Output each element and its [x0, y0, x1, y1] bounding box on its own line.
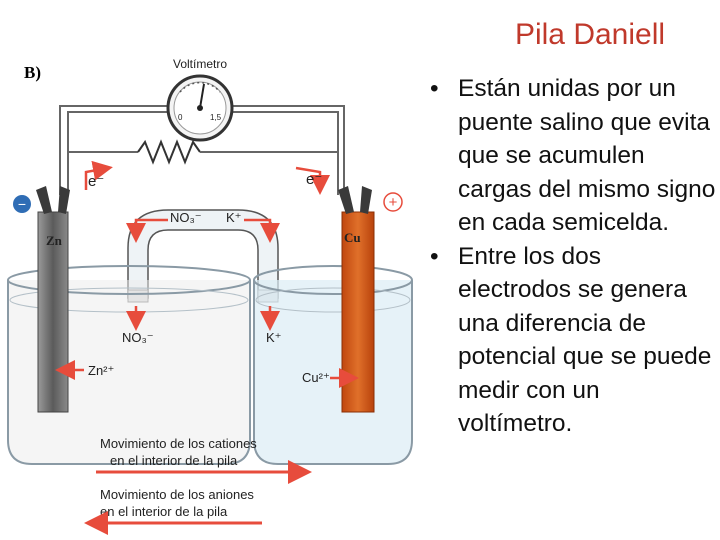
daniell-cell-diagram: B) Voltímetro 0 1,5 e⁻ e⁻ − + NO₃⁻	[7, 57, 413, 535]
legend-cations: Movimiento de los cationes en el interio…	[96, 436, 312, 484]
legend-cations-line1: Movimiento de los cationes	[100, 436, 257, 451]
bullet-dot-icon: •	[430, 242, 439, 270]
bullet-dot-icon: •	[430, 75, 439, 102]
anion-arrow-bridge	[126, 218, 168, 243]
voltmeter: Voltímetro 0 1,5	[166, 57, 234, 142]
bullet-list: • Están unidas por un puente salino que e…	[428, 72, 718, 441]
clip-right-icon	[338, 186, 372, 214]
bridge-anion-label: NO₃⁻	[170, 210, 202, 225]
negative-terminal: −	[13, 195, 31, 213]
cation-arrow-bridge	[244, 218, 280, 243]
panel-label: B)	[24, 63, 41, 82]
legend-cations-line2: en el interior de la pila	[110, 453, 238, 468]
right-cation-label: K⁺	[266, 330, 282, 345]
resistor	[137, 139, 201, 165]
dial-min: 0	[178, 113, 183, 122]
copper-ion-label: Cu²⁺	[302, 370, 330, 385]
beaker-right	[253, 265, 413, 465]
positive-terminal: +	[383, 192, 403, 212]
bullet-item: • Entre los dos electrodos se genera una …	[428, 240, 718, 441]
bullet-text: Están unidas por un puente salino que ev…	[458, 75, 716, 236]
cathode-label: Cu	[344, 230, 361, 245]
voltmeter-label: Voltímetro	[173, 57, 227, 71]
electron-flow-arrow-left	[84, 160, 113, 190]
legend-anions-line2: en el interior de la pila	[100, 504, 228, 519]
electron-flow-arrow-right	[295, 166, 330, 195]
plus-sign: +	[389, 194, 398, 211]
legend-anions-line1: Movimiento de los aniones	[100, 487, 254, 502]
needle-icon	[199, 83, 205, 109]
anode-label: Zn	[46, 233, 63, 248]
zinc-ion-label: Zn²⁺	[88, 363, 114, 378]
bridge-cation-label: K⁺	[226, 210, 242, 225]
left-anion-label: NO₃⁻	[122, 330, 154, 345]
legend-anions: Movimiento de los aniones en el interior…	[84, 487, 262, 535]
dial-max: 1,5	[210, 113, 222, 122]
external-circuit	[59, 105, 345, 195]
bullet-item: • Están unidas por un puente salino que e…	[428, 72, 718, 240]
minus-sign: −	[18, 196, 26, 212]
slide-title: Pila Daniell	[514, 18, 666, 51]
bullet-text: Entre los dos electrodos se genera una d…	[458, 242, 712, 438]
electron-label-right: e⁻	[306, 171, 322, 188]
clip-left-icon	[36, 186, 70, 214]
electron-label-left: e⁻	[88, 173, 104, 190]
